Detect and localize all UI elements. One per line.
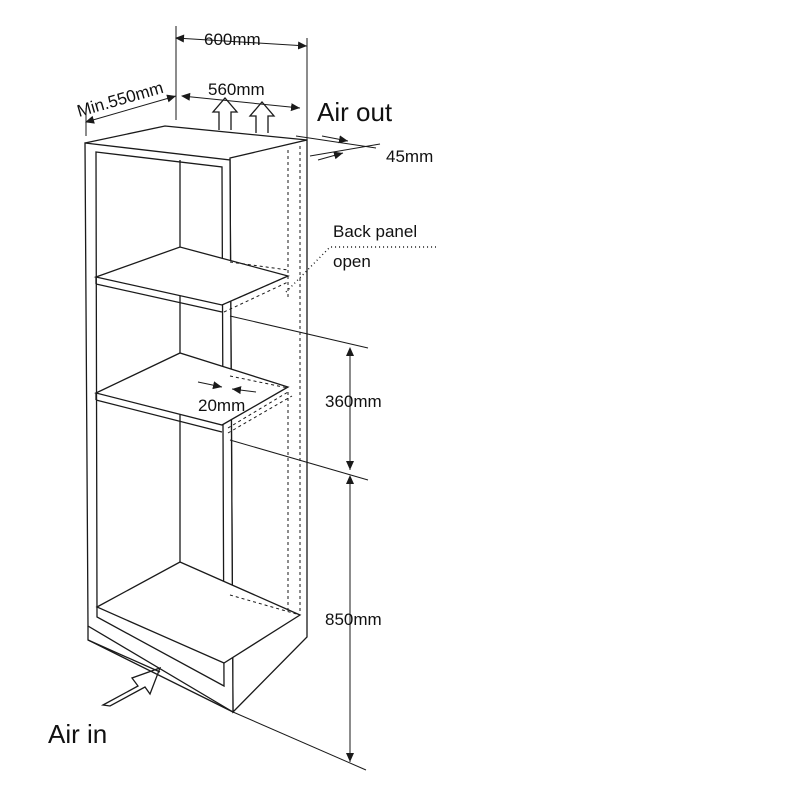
- dimension-600mm: 600mm: [175, 26, 308, 140]
- back-panel-callout: Back panel open: [285, 222, 436, 293]
- label-45mm: 45mm: [386, 147, 433, 166]
- label-20mm: 20mm: [198, 396, 245, 415]
- dimension-560mm: 560mm: [181, 80, 301, 112]
- label-360mm: 360mm: [325, 392, 382, 411]
- label-air-in: Air in: [48, 719, 107, 749]
- label-560mm: 560mm: [208, 80, 265, 99]
- label-850mm: 850mm: [325, 610, 382, 629]
- back-panel-open-outline: [229, 146, 301, 612]
- dimension-360mm: 360mm: [229, 315, 382, 481]
- label-back-panel: Back panel: [333, 222, 417, 241]
- cabinet-floor: [95, 561, 302, 664]
- lower-shelf: [94, 352, 293, 434]
- dimension-850mm: 850mm: [232, 475, 382, 771]
- dimension-20mm: 20mm: [197, 381, 257, 415]
- label-min-550mm: Min.550mm: [75, 78, 166, 121]
- air-in-arrow: [100, 666, 162, 707]
- air-out-arrows: [211, 97, 276, 133]
- label-air-out: Air out: [317, 97, 393, 127]
- label-600mm: 600mm: [204, 30, 261, 49]
- dimension-45mm: 45mm: [295, 135, 433, 166]
- label-open: open: [333, 252, 371, 271]
